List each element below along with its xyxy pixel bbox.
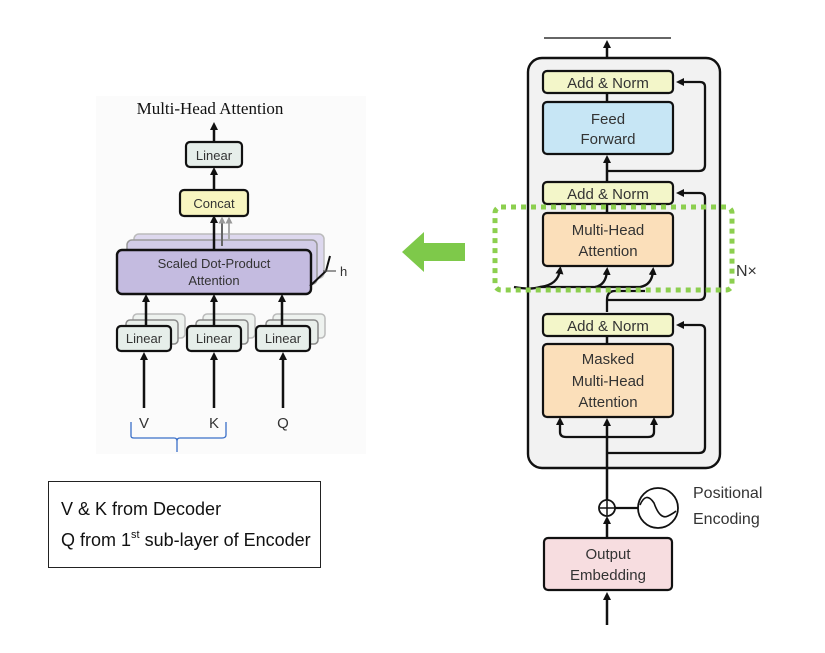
decoder-diagram: Add & Norm Feed Forward Add & Norm Multi… — [492, 37, 762, 625]
linear-top-label: Linear — [196, 148, 233, 163]
arrow-mha-q — [595, 267, 657, 289]
linear-v-stack: Linear — [115, 294, 186, 353]
output-embedding-line2: Embedding — [570, 567, 646, 584]
note-line2-superscript: st — [131, 529, 140, 541]
concat-label: Concat — [193, 196, 235, 211]
feed-forward-line1: Feed — [591, 111, 625, 128]
input-k-label: K — [209, 415, 219, 432]
masked-line3: Attention — [578, 394, 637, 411]
nx-label: N× — [736, 263, 757, 280]
add-norm-top-label: Add & Norm — [567, 75, 649, 92]
input-q-label: Q — [277, 415, 289, 432]
add-norm-bottom-block: Add & Norm — [541, 312, 675, 338]
sdpa-label-line2: Attention — [188, 273, 239, 288]
linear-k-stack: Linear — [185, 294, 256, 353]
add-norm-bottom-label: Add & Norm — [567, 318, 649, 335]
concat-block: Concat — [178, 188, 250, 218]
green-left-arrow-icon — [402, 232, 465, 272]
sine-wave-icon — [637, 487, 679, 529]
masked-line2: Multi-Head — [572, 373, 645, 390]
linear-top-block: Linear — [184, 140, 244, 169]
linear-v-label: Linear — [126, 331, 163, 346]
mha-title: Multi-Head Attention — [137, 99, 284, 118]
linear-q-label: Linear — [265, 331, 302, 346]
h-label: h — [340, 264, 347, 279]
linear-k-label: Linear — [196, 331, 233, 346]
note-line2-prefix: Q from 1 — [61, 530, 132, 550]
sdpa-block: Scaled Dot-Product Attention — [115, 248, 313, 296]
positional-encoding-line2: Encoding — [693, 511, 760, 528]
multi-head-attention-block: Multi-Head Attention — [541, 211, 675, 268]
vk-brace — [130, 422, 227, 452]
mha-line2: Attention — [578, 243, 637, 260]
sdpa-label-line1: Scaled Dot-Product — [158, 256, 271, 271]
add-norm-mid-block: Add & Norm — [541, 180, 675, 206]
add-norm-mid-label: Add & Norm — [567, 186, 649, 203]
residual-mha — [607, 189, 707, 302]
note-line2-suffix: sub-layer of Encoder — [139, 530, 311, 550]
residual-masked — [607, 321, 707, 455]
feed-forward-block: Feed Forward — [541, 100, 675, 156]
linear-q-stack: Linear — [254, 294, 326, 353]
input-v-label: V — [139, 415, 149, 432]
explanation-note-box: V & K from Decoder Q from 1st sub-layer … — [48, 481, 321, 568]
cross-attention-highlight — [492, 204, 735, 293]
add-norm-top-block: Add & Norm — [541, 69, 675, 95]
residual-ff — [607, 78, 707, 173]
output-embedding-block: Output Embedding — [542, 536, 674, 592]
note-line1: V & K from Decoder — [61, 499, 222, 519]
masked-line1: Masked — [582, 351, 635, 368]
feed-forward-line2: Forward — [580, 131, 635, 148]
masked-mha-block: Masked Multi-Head Attention — [541, 342, 675, 419]
note-line2: Q from 1st sub-layer of Encoder — [61, 525, 320, 556]
add-positional-icon — [598, 499, 616, 517]
mha-line1: Multi-Head — [572, 222, 645, 239]
positional-encoding-line1: Positional — [693, 485, 762, 502]
multi-head-attention-diagram: Multi-Head Attention Linear Concat Scale… — [96, 96, 366, 454]
output-embedding-line1: Output — [585, 546, 631, 563]
